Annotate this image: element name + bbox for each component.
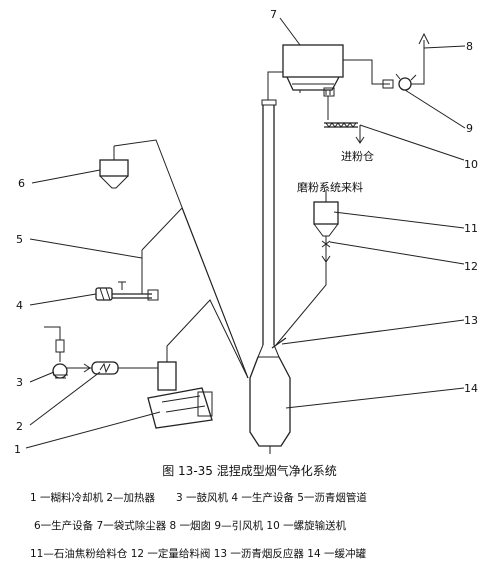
figure-title: 混捏成型烟气净化系统: [216, 464, 337, 478]
label-4: 4: [16, 299, 23, 312]
label-to-powder-bin: 进粉仓: [341, 149, 374, 163]
induced-fan: [398, 77, 412, 91]
label-6: 6: [18, 177, 25, 190]
asphalt-smoke-duct: [141, 207, 249, 379]
label-10: 10: [464, 158, 478, 171]
chimney: [411, 40, 425, 85]
blower: [52, 363, 68, 379]
legend-line-3: 11—石油焦粉给料仓 12 一定量给料阀 13 一沥青烟反应器 14 一缓冲罐: [30, 548, 366, 560]
legend-line-2: 6一生产设备 7一袋式除尘器 8 一烟囱 9—引风机 10 一螺旋输送机: [34, 520, 347, 532]
production-equipment-4: [95, 207, 249, 379]
legend-line-1: 1 一糊料冷却机 2—加热器 3 一鼓风机 4 一生产设备 5一沥青烟管道: [30, 492, 367, 504]
feed-valve: [321, 240, 331, 248]
bag-dust-collector: [282, 44, 344, 97]
label-11: 11: [464, 222, 478, 235]
figure-number: 图 13-35: [162, 464, 213, 478]
damper: [382, 79, 394, 89]
gas-duct-to-collector: [267, 71, 283, 100]
label-1: 1: [14, 443, 21, 456]
label-8: 8: [466, 40, 473, 53]
label-14: 14: [464, 382, 478, 395]
buffer-tank: [249, 356, 291, 454]
coke-powder-feed-bin: [271, 201, 339, 349]
label-13: 13: [464, 314, 478, 327]
screw-conveyor: [324, 96, 365, 144]
label-12: 12: [464, 260, 478, 273]
label-7: 7: [270, 8, 277, 21]
blower-and-heater: [44, 326, 158, 379]
production-equipment-6: [99, 139, 249, 379]
induced-fan-line: [343, 32, 430, 91]
label-2: 2: [16, 420, 23, 433]
label-3: 3: [16, 376, 23, 389]
figure-caption: 图 13-35 混捏成型烟气净化系统: [0, 462, 499, 479]
paste-cooler: [147, 299, 249, 429]
label-9: 9: [466, 122, 473, 135]
chimney-arrow: [418, 32, 430, 45]
asphalt-smoke-reactor: [257, 99, 280, 358]
label-grinding-feed: 磨粉系统来料: [297, 180, 363, 194]
leader-lines: [25, 17, 466, 449]
process-flow-diagram: 7 8 9 10 11 12 13 14 6 5 4 3 2 1 进粉仓 磨粉系…: [14, 8, 478, 456]
label-5: 5: [16, 233, 23, 246]
